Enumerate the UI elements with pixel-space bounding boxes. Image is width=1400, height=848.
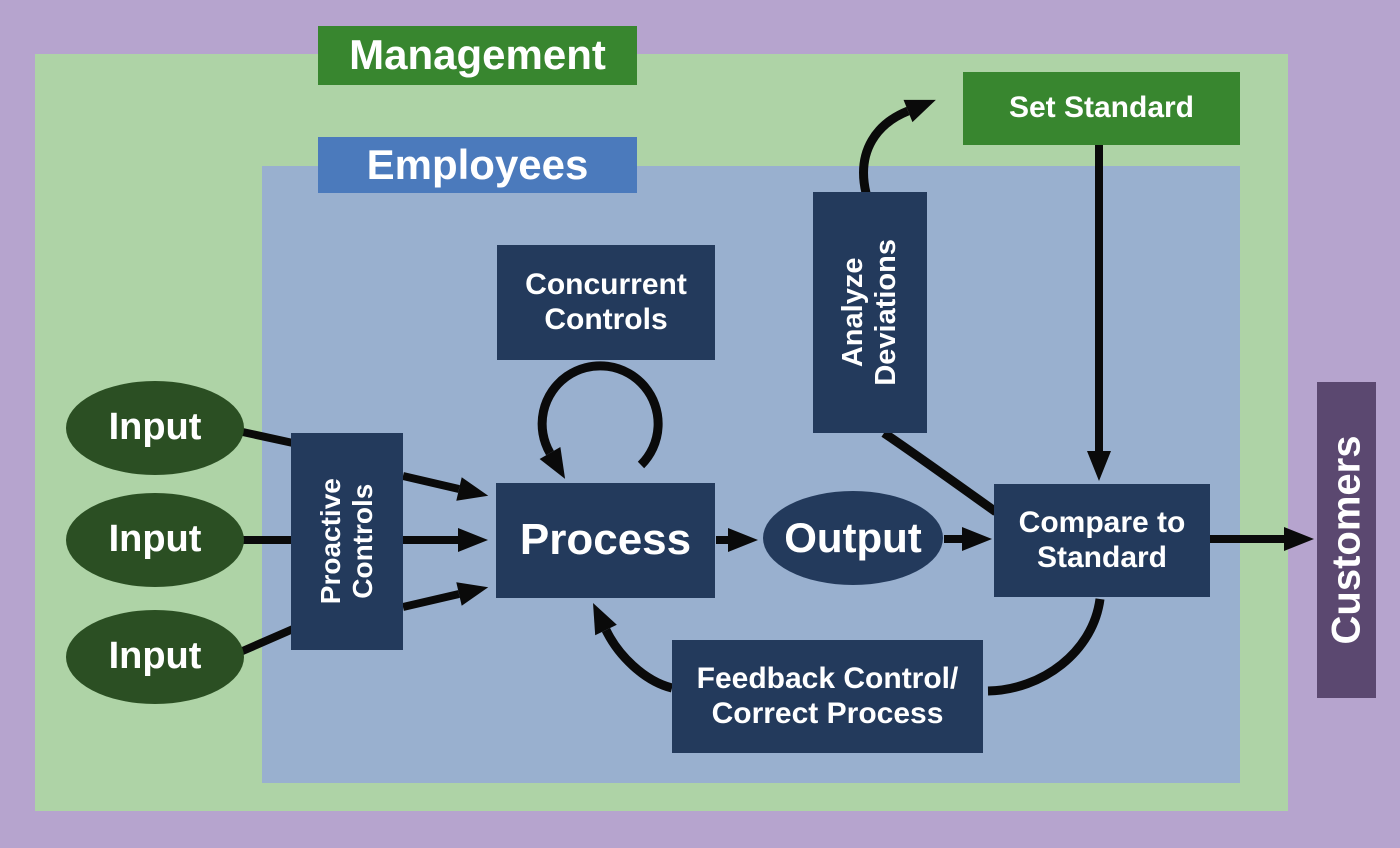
input-3-text: Input: [108, 635, 202, 678]
input-2-text: Input: [108, 518, 202, 561]
employees-label-text: Employees: [366, 140, 589, 188]
customers-text: Customers: [1324, 435, 1369, 645]
management-region-label: Management: [318, 26, 637, 85]
proactive-controls-text: Proactive Controls: [314, 478, 379, 605]
concurrent-controls-text: Concurrent Controls: [525, 268, 687, 336]
concurrent-controls-node: Concurrent Controls: [497, 245, 715, 360]
process-node: Process: [496, 483, 715, 598]
input-2-node: Input: [66, 493, 244, 587]
set-standard-node: Set Standard: [963, 72, 1240, 145]
management-label-text: Management: [349, 31, 606, 79]
analyze-deviations-text: Analyze Deviations: [836, 239, 903, 386]
output-node: Output: [763, 491, 943, 585]
proactive-controls-node: Proactive Controls: [291, 433, 403, 650]
set-standard-text: Set Standard: [1008, 91, 1195, 125]
feedback-control-node: Feedback Control/ Correct Process: [672, 640, 983, 753]
analyze-deviations-node: Analyze Deviations: [813, 192, 927, 433]
input-1-text: Input: [108, 406, 202, 449]
employees-region-label: Employees: [318, 137, 637, 193]
output-text: Output: [784, 513, 922, 561]
compare-to-standard-text: Compare to Standard: [1018, 506, 1186, 574]
process-text: Process: [519, 515, 692, 565]
input-1-node: Input: [66, 381, 244, 475]
feedback-control-text: Feedback Control/ Correct Process: [696, 662, 959, 730]
input-3-node: Input: [66, 610, 244, 704]
customers-node: Customers: [1317, 382, 1376, 698]
compare-to-standard-node: Compare to Standard: [994, 484, 1210, 597]
